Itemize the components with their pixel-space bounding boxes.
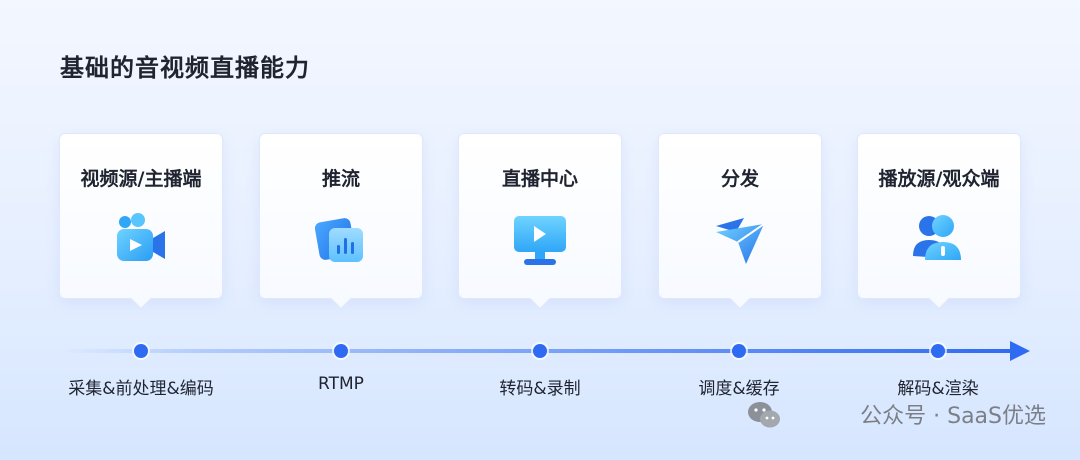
stage-card-audience: 播放源/观众端: [857, 133, 1021, 299]
stage-card-title: 播放源/观众端: [878, 168, 1000, 190]
stage-label: 转码&录制: [499, 379, 581, 399]
users-icon: [913, 215, 961, 260]
timeline-arrow: [60, 341, 1030, 361]
stage-card-live-center: 直播中心: [458, 133, 622, 299]
page-title: 基础的音视频直播能力: [60, 54, 310, 82]
monitor-play-icon: [514, 216, 566, 265]
timeline-node: [929, 342, 947, 360]
watermark-text: 公众号 · SaaS优选: [860, 404, 1046, 429]
stage-label: 采集&前处理&编码: [68, 379, 214, 399]
stage-card-distribution: 分发: [658, 133, 822, 299]
bar-chart-cards-icon: [314, 218, 363, 262]
stage-card-title: 推流: [321, 168, 360, 190]
stage-label: 调度&缓存: [698, 379, 780, 399]
stage-card-video-source: 视频源/主播端: [59, 133, 223, 299]
timeline-node: [332, 342, 350, 360]
stage-card-title: 直播中心: [501, 168, 578, 190]
stage-card-title: 视频源/主播端: [80, 168, 202, 190]
wechat-icon: [748, 402, 780, 428]
timeline-node: [531, 342, 549, 360]
video-camera-icon: [117, 213, 165, 261]
timeline-node: [730, 342, 748, 360]
timeline-node: [132, 342, 150, 360]
stage-label: 解码&渲染: [897, 379, 979, 399]
stage-card-title: 分发: [720, 168, 759, 190]
stage-card-push-stream: 推流: [259, 133, 423, 299]
paper-plane-icon: [716, 218, 765, 264]
stage-label: RTMP: [318, 374, 364, 394]
